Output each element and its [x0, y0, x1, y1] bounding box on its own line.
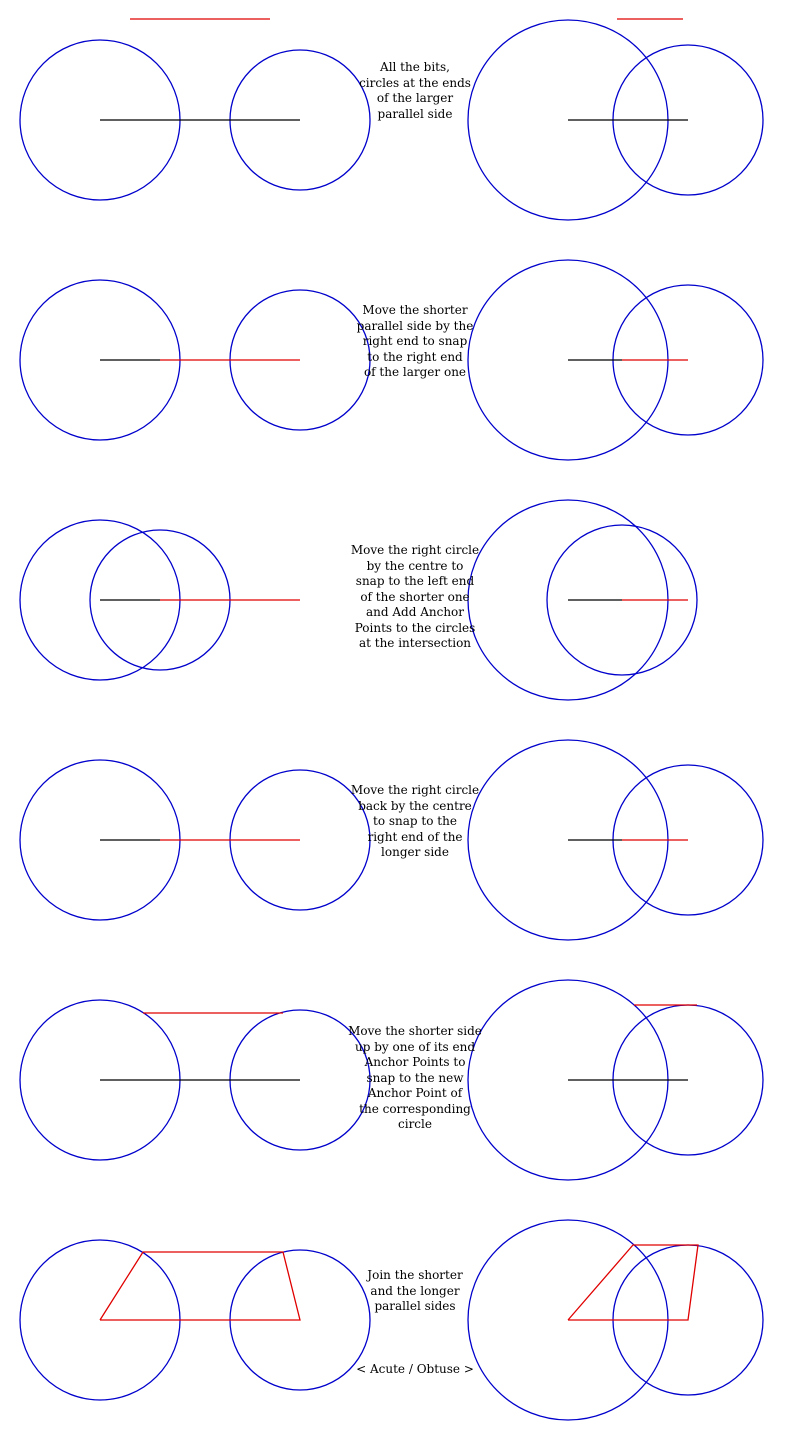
step-4-caption-line: to snap to the: [373, 814, 457, 828]
step-6-caption-line: parallel sides: [374, 1299, 456, 1313]
step-1-caption-line: circles at the ends: [359, 75, 471, 90]
step-3-caption-line: Move the right circle: [350, 543, 480, 557]
step-3-caption-line: by the centre to: [366, 558, 464, 573]
step-4-caption-line: right end of the: [367, 829, 463, 844]
step-1-caption-line: parallel side: [377, 106, 453, 121]
step-5-caption-line: the corresponding: [359, 1101, 471, 1116]
step-6-acute-trapezium: [99, 1251, 301, 1321]
step-6-caption-line: and the longer: [370, 1283, 460, 1298]
step-4-caption-line: longer side: [381, 845, 449, 859]
step-6-caption-line: Join the shorter: [367, 1268, 463, 1282]
step-4-caption-line: back by the centre: [358, 798, 472, 813]
step-3-obtuse-moved-circle: [546, 524, 698, 676]
step-5-caption-line: Anchor Point of: [367, 1086, 463, 1100]
step-2-caption-line: to the right end: [367, 349, 463, 364]
step-3-caption-line: of the shorter one: [360, 589, 470, 604]
step-2-caption-line: parallel side by the: [356, 318, 474, 333]
step-6-obtuse-trapezium: [567, 1244, 699, 1321]
step-5-caption-line: Move the shorter side: [348, 1024, 482, 1038]
step-2-caption-line: right end to snap: [362, 334, 468, 348]
step-3-caption-line: and Add Anchor: [365, 605, 465, 619]
step-5-caption-line: up by one of its end: [355, 1039, 475, 1054]
footer-caption: < Acute / Obtuse >: [356, 1362, 474, 1376]
step-1-caption-line: of the larger: [376, 91, 454, 105]
step-2-caption-line: Move the shorter: [362, 303, 468, 317]
step-2-caption-line: of the larger one: [363, 365, 467, 379]
step-1-caption-line: All the bits,: [380, 60, 450, 74]
step-5-caption-line: snap to the new: [366, 1070, 464, 1085]
step-4-caption-line: Move the right circle: [350, 783, 480, 797]
step-5-caption-line: Anchor Points to: [364, 1055, 466, 1069]
step-5-caption-line: circle: [398, 1117, 432, 1131]
step-3-caption-line: at the intersection: [358, 636, 472, 650]
step-3-caption-line: Points to the circles: [354, 620, 476, 635]
step-3-caption-line: snap to the left end: [355, 574, 475, 588]
